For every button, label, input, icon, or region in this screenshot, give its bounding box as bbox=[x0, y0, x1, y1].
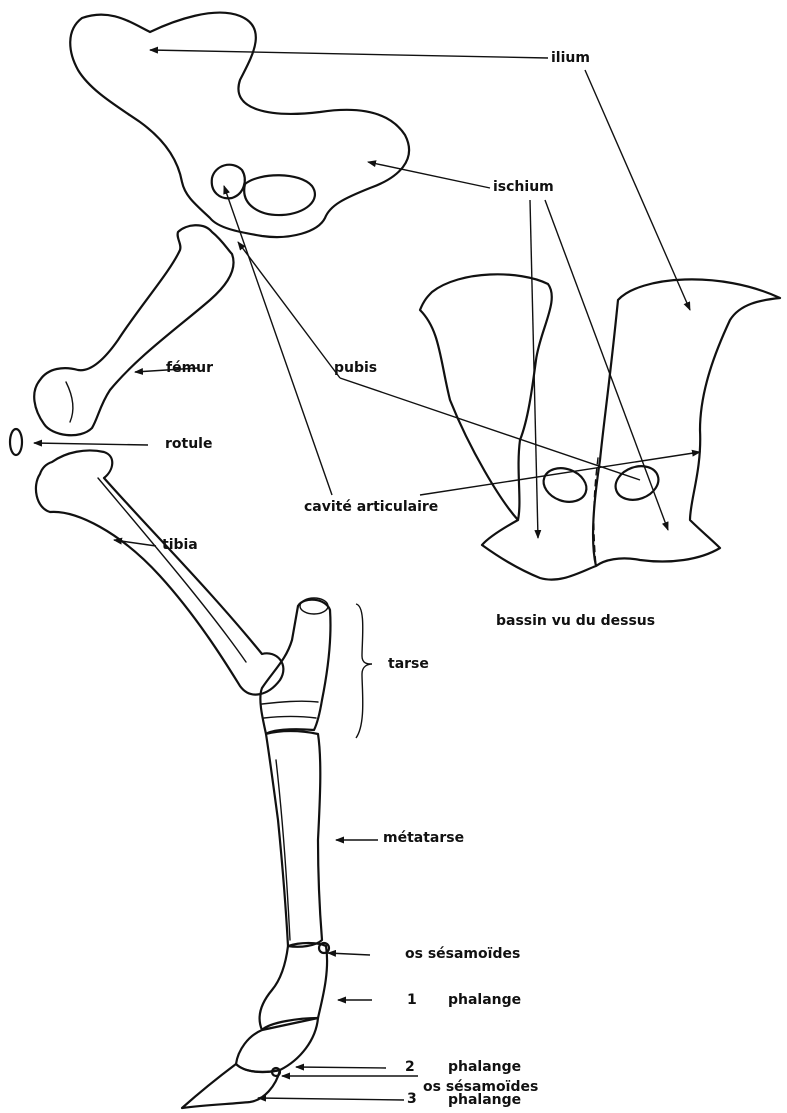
label-ilium: ilium bbox=[551, 51, 590, 65]
phalanges bbox=[182, 943, 329, 1108]
label-phalange-2: phalange bbox=[448, 1060, 521, 1074]
label-pubis: pubis bbox=[334, 361, 377, 375]
label-femur: fémur bbox=[166, 361, 213, 375]
label-phalange-3: phalange bbox=[448, 1093, 521, 1107]
leader-lines bbox=[34, 50, 700, 1100]
label-os-sesamoides-1: os sésamoïdes bbox=[405, 947, 520, 961]
label-cavite-articulaire: cavité articulaire bbox=[304, 500, 438, 514]
patella bbox=[10, 429, 22, 455]
tarsus bbox=[260, 598, 330, 734]
acetabulum bbox=[212, 165, 245, 199]
label-ischium: ischium bbox=[493, 180, 554, 194]
label-rotule: rotule bbox=[165, 437, 212, 451]
label-tarse: tarse bbox=[388, 657, 429, 671]
obturator-foramen bbox=[244, 175, 315, 215]
pelvis-side-view bbox=[70, 13, 409, 237]
label-metatarse: métatarse bbox=[383, 831, 464, 845]
acetabulum-left bbox=[539, 462, 591, 507]
label-phalange-1-number: 1 bbox=[407, 993, 417, 1007]
femur bbox=[34, 225, 233, 435]
label-phalange-1: phalange bbox=[448, 993, 521, 1007]
label-phalange-2-number: 2 bbox=[405, 1060, 415, 1074]
metatarsus bbox=[266, 731, 322, 947]
acetabulum-right bbox=[611, 460, 663, 505]
label-tibia: tibia bbox=[162, 538, 198, 552]
label-bassin-vu-du-dessus: bassin vu du dessus bbox=[496, 614, 655, 628]
tibia bbox=[36, 450, 283, 694]
label-phalange-3-number: 3 bbox=[407, 1092, 417, 1106]
pelvis-top-view bbox=[420, 274, 780, 579]
